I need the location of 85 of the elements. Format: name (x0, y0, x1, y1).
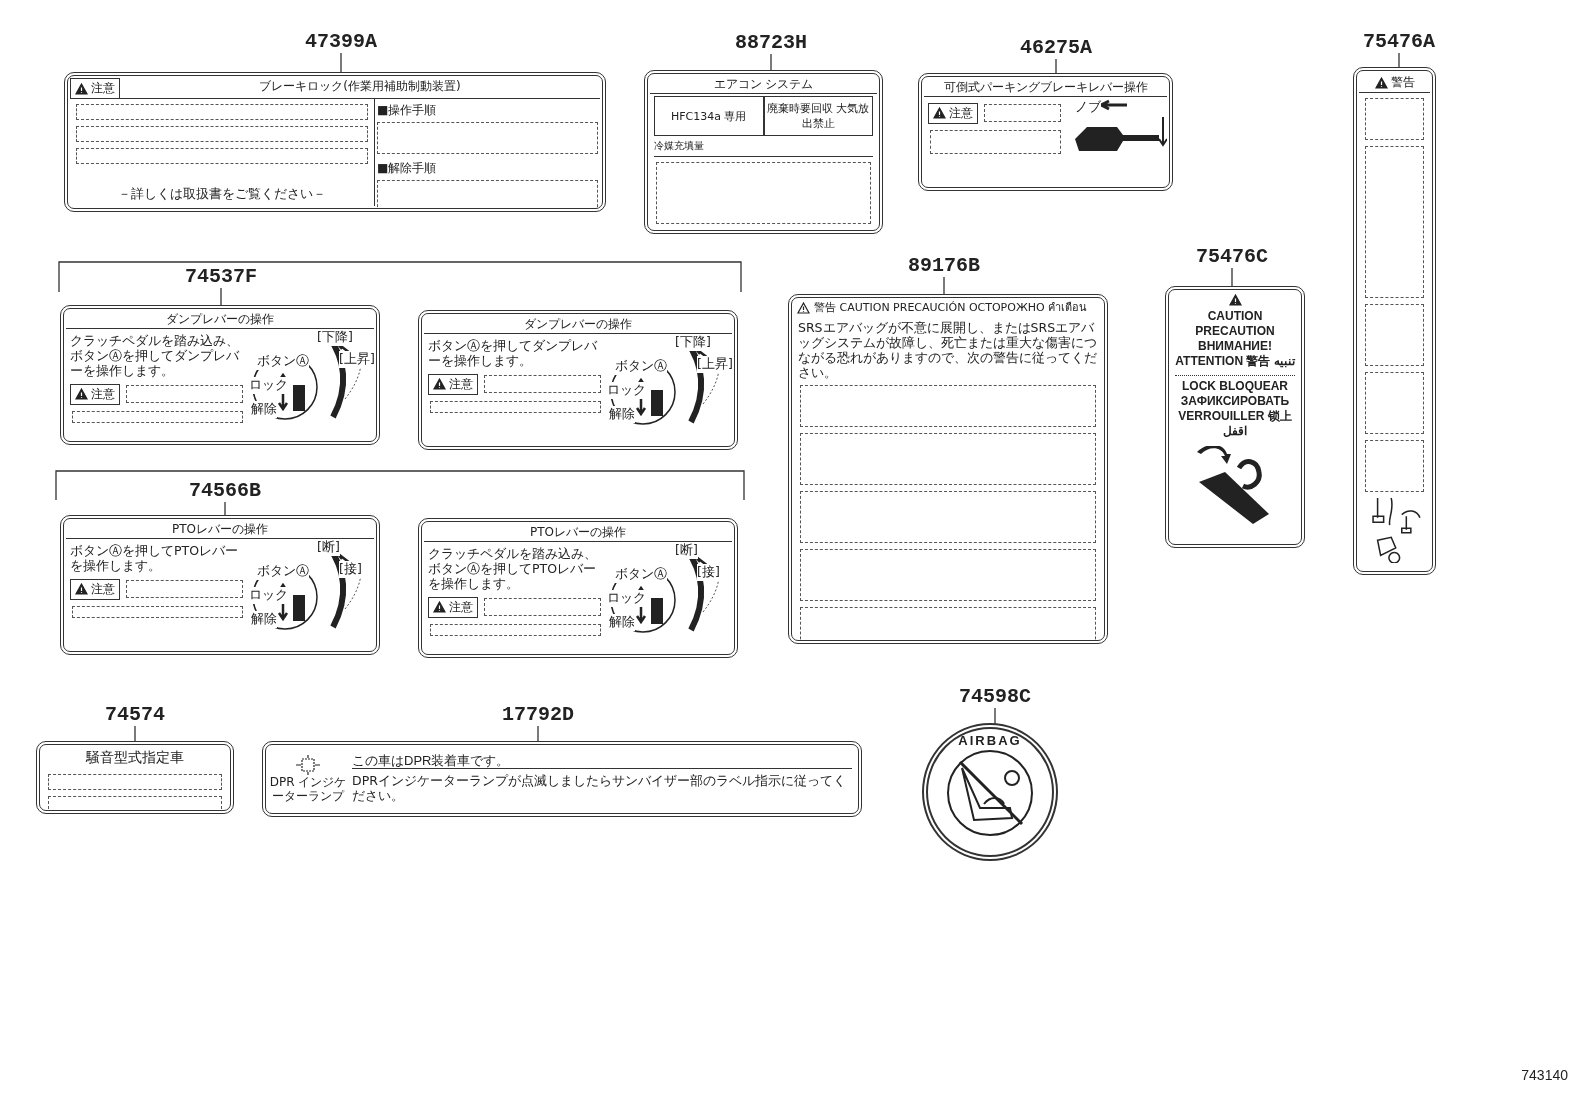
sticker (1165, 286, 1305, 548)
instruction-text: クラッチペダルを踏み込み、ボタンⒶを押してPTOレバーを操作します。 (428, 546, 598, 591)
diagram-callout: ボタンⒶ (615, 358, 667, 375)
warning-text: CAUTION PRECAUTION ВНИМАНИЕ! ATTENTION 警告 تنبيه (1175, 309, 1295, 369)
sticker (644, 70, 883, 234)
diagram-callout: ロック (607, 590, 646, 607)
part-number: 89176B (908, 255, 980, 277)
leader-line (1398, 52, 1400, 70)
leader-line (134, 725, 136, 744)
leader-line (994, 707, 996, 726)
caution-word: 注意 (949, 104, 973, 122)
part-number: 74574 (105, 704, 165, 726)
instruction-text: ボタンⒶを押してPTOレバーを操作します。 (70, 543, 239, 573)
part-number: 88723H (735, 32, 807, 54)
part-number: 47399A (305, 31, 377, 53)
diagram-callout: ボタンⒶ (257, 563, 309, 580)
diagram-callout: ロック (249, 377, 288, 394)
sticker (788, 294, 1108, 644)
diagram-callout: [断] (675, 542, 698, 559)
label-title: エアコン システム (650, 76, 877, 94)
part-number: 46275A (1020, 37, 1092, 59)
caution-word: 注意 (91, 80, 115, 97)
label-title: PTOレバーの操作 (66, 521, 374, 539)
sticker (918, 73, 1173, 191)
instruction-text: 冷媒充填量 (654, 138, 873, 157)
diagram-callout: [接] (339, 561, 362, 578)
notice-heading: この車はDPR装着車です。 (352, 753, 852, 769)
caution-word: 警告 (1390, 74, 1415, 91)
instruction-text: DPRインジケーターランプが点滅しましたらサンバイザー部のラベル指示に従ってください。 (352, 773, 847, 803)
warning-text: LOCK BLOQUEAR ЗАФИКСИРОВАТЬ VERROUILLER 锁上 اقفل (1175, 375, 1295, 439)
sticker (36, 741, 234, 814)
caution-word: 注意 (449, 375, 473, 393)
sticker (418, 518, 738, 658)
instruction-text: クラッチペダルを踏み込み、ボタンⒶを押してダンプレバーを操作します。 (70, 333, 240, 378)
footer-note: －詳しくは取扱書をご覧ください－ (117, 186, 327, 203)
leader-line (1055, 58, 1057, 76)
diagram-callout: [下降] (317, 329, 353, 346)
caution-word: 注意 (91, 580, 115, 598)
leader-line (770, 53, 772, 73)
diagram-callout: ボタンⒶ (615, 566, 667, 583)
label-title: ダンプレバーの操作 (66, 311, 374, 329)
label-title: 騒音型式指定車 (85, 748, 185, 767)
part-number: 75476C (1196, 246, 1268, 268)
part-number: 75476A (1363, 31, 1435, 53)
instruction-text: ボタンⒶを押してダンプレバーを操作します。 (428, 338, 598, 368)
diagram-callout: ロック (249, 587, 288, 604)
diagram-callout: 解除 (609, 614, 635, 631)
section-heading: ■解除手順 (377, 160, 438, 177)
diagram-callout: [断] (317, 539, 340, 556)
sticker (418, 310, 738, 450)
sticker (64, 72, 606, 212)
sticker (1353, 67, 1436, 575)
label-title: ダンプレバーの操作 (424, 316, 732, 334)
caution-word: 注意 (91, 385, 115, 403)
sticker (60, 515, 380, 655)
lamp-caption: DPR インジケーターランプ (268, 775, 348, 803)
label-title: 警告 CAUTION PRECAUCIÓN ОСТОРОЖНО คำเตือน (814, 300, 1088, 316)
part-number: 74566B (189, 480, 261, 502)
diagram-callout: 解除 (251, 401, 277, 418)
leader-line (224, 501, 226, 518)
label-title: PTOレバーの操作 (424, 524, 732, 542)
info-text: HFC134a 専用 (654, 96, 764, 136)
leader-line (537, 725, 539, 744)
sticker-word: AIRBAG (958, 733, 1022, 748)
diagram-callout: [上昇] (697, 356, 733, 373)
diagram-callout: 解除 (251, 611, 277, 628)
diagram-callout: ノブ (1075, 99, 1101, 116)
sticker (60, 305, 380, 445)
caution-word: 注意 (449, 598, 473, 616)
diagram-callout: ロック (607, 382, 646, 399)
section-heading: ■操作手順 (377, 102, 438, 119)
diagram-callout: ボタンⒶ (257, 353, 309, 370)
diagram-callout: [接] (697, 564, 720, 581)
part-number: 74537F (185, 266, 257, 288)
label-title: 可倒式パーキングブレーキレバー操作 (924, 79, 1167, 97)
sticker (262, 741, 862, 817)
instruction-text: SRSエアバッグが不意に展開し、またはSRSエアバッグシステムが故障し、死亡または重大な傷害につながる恐れがありますので、次の警告に従ってください。 (798, 320, 1098, 380)
diagram-callout: [下降] (675, 334, 711, 351)
diagram-callout: 解除 (609, 406, 635, 423)
diagram-callout: [上昇] (339, 351, 375, 368)
figure-number: 743140 (1521, 1067, 1568, 1083)
label-title: ブレーキロック(作業用補助制動装置) (120, 78, 600, 99)
part-number: 17792D (502, 704, 574, 726)
part-number: 74598C (959, 686, 1031, 708)
info-text: 廃棄時要回収 大気放出禁止 (763, 96, 873, 136)
